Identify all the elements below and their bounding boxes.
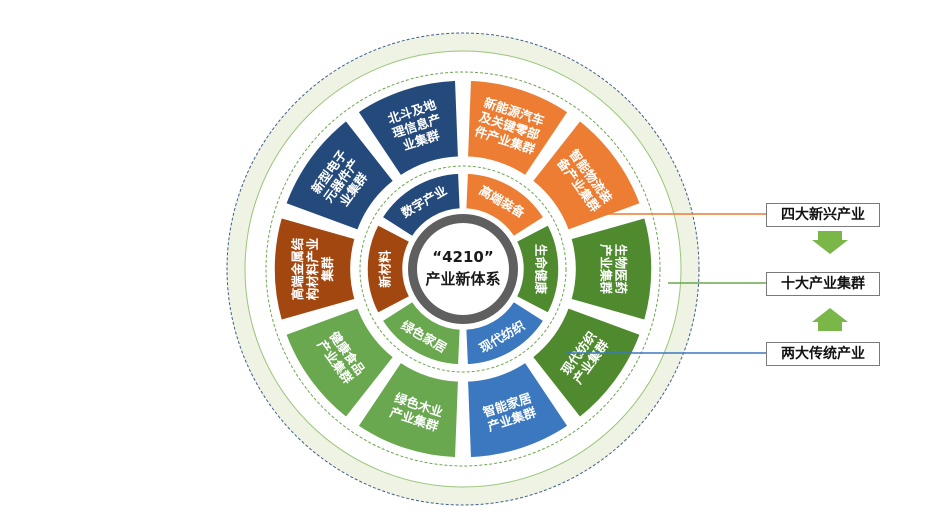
outer-segment-shape [466, 79, 570, 177]
center-title-line2: 产业新体系 [425, 270, 500, 288]
inner-segment: 现代纺织 [464, 300, 546, 366]
outer-segment-label-line: 生物医药 [614, 244, 629, 295]
outer-segment-shape [356, 361, 460, 459]
emerging-industries-label: 四大新兴产业 [766, 203, 880, 227]
outer-segment-label-line: 高端金属结 [290, 237, 305, 300]
center-disc [417, 223, 509, 315]
outer-segment-shape [284, 119, 395, 232]
inner-segment-label: 生命健康 [534, 244, 549, 295]
inner-segment-shape [380, 172, 462, 238]
outer-segment-shape [531, 119, 642, 232]
ten-clusters-label: 十大产业集群 [766, 272, 880, 296]
outer-segment-shape [356, 79, 460, 177]
outer-segment-label-line: 集群 [320, 256, 335, 283]
inner-segment-label: 新材料 [378, 250, 393, 288]
inner-segment-shape [366, 223, 411, 315]
inner-dashed-ring [359, 165, 567, 373]
up-arrow-icon [812, 308, 848, 331]
outer-segment-shape [273, 216, 357, 322]
down-arrow-icon [812, 231, 848, 254]
inner-segment-shape [464, 300, 546, 366]
inner-segment: 生命健康 [515, 223, 560, 315]
center-title-line1: “4210” [432, 248, 493, 266]
inner-segment-shape [464, 172, 546, 238]
traditional-industries-label: 两大传统产业 [766, 342, 880, 366]
outer-segment-shape [466, 361, 570, 459]
inner-segment-shape [380, 300, 462, 366]
outer-segment-shape [569, 216, 653, 322]
outer-segment-shape [531, 306, 642, 419]
outer-segment-label-line: 构材料产业 [305, 237, 320, 300]
inner-segment-shape [515, 223, 560, 315]
outer-segment: 高端金属结构材料产业集群 [273, 216, 357, 322]
middle-dashed-ring [265, 71, 661, 467]
inner-segment: 新材料 [366, 223, 411, 315]
outer-segment-shape [284, 306, 395, 419]
outer-segment-label-line: 产业集群 [599, 244, 614, 295]
